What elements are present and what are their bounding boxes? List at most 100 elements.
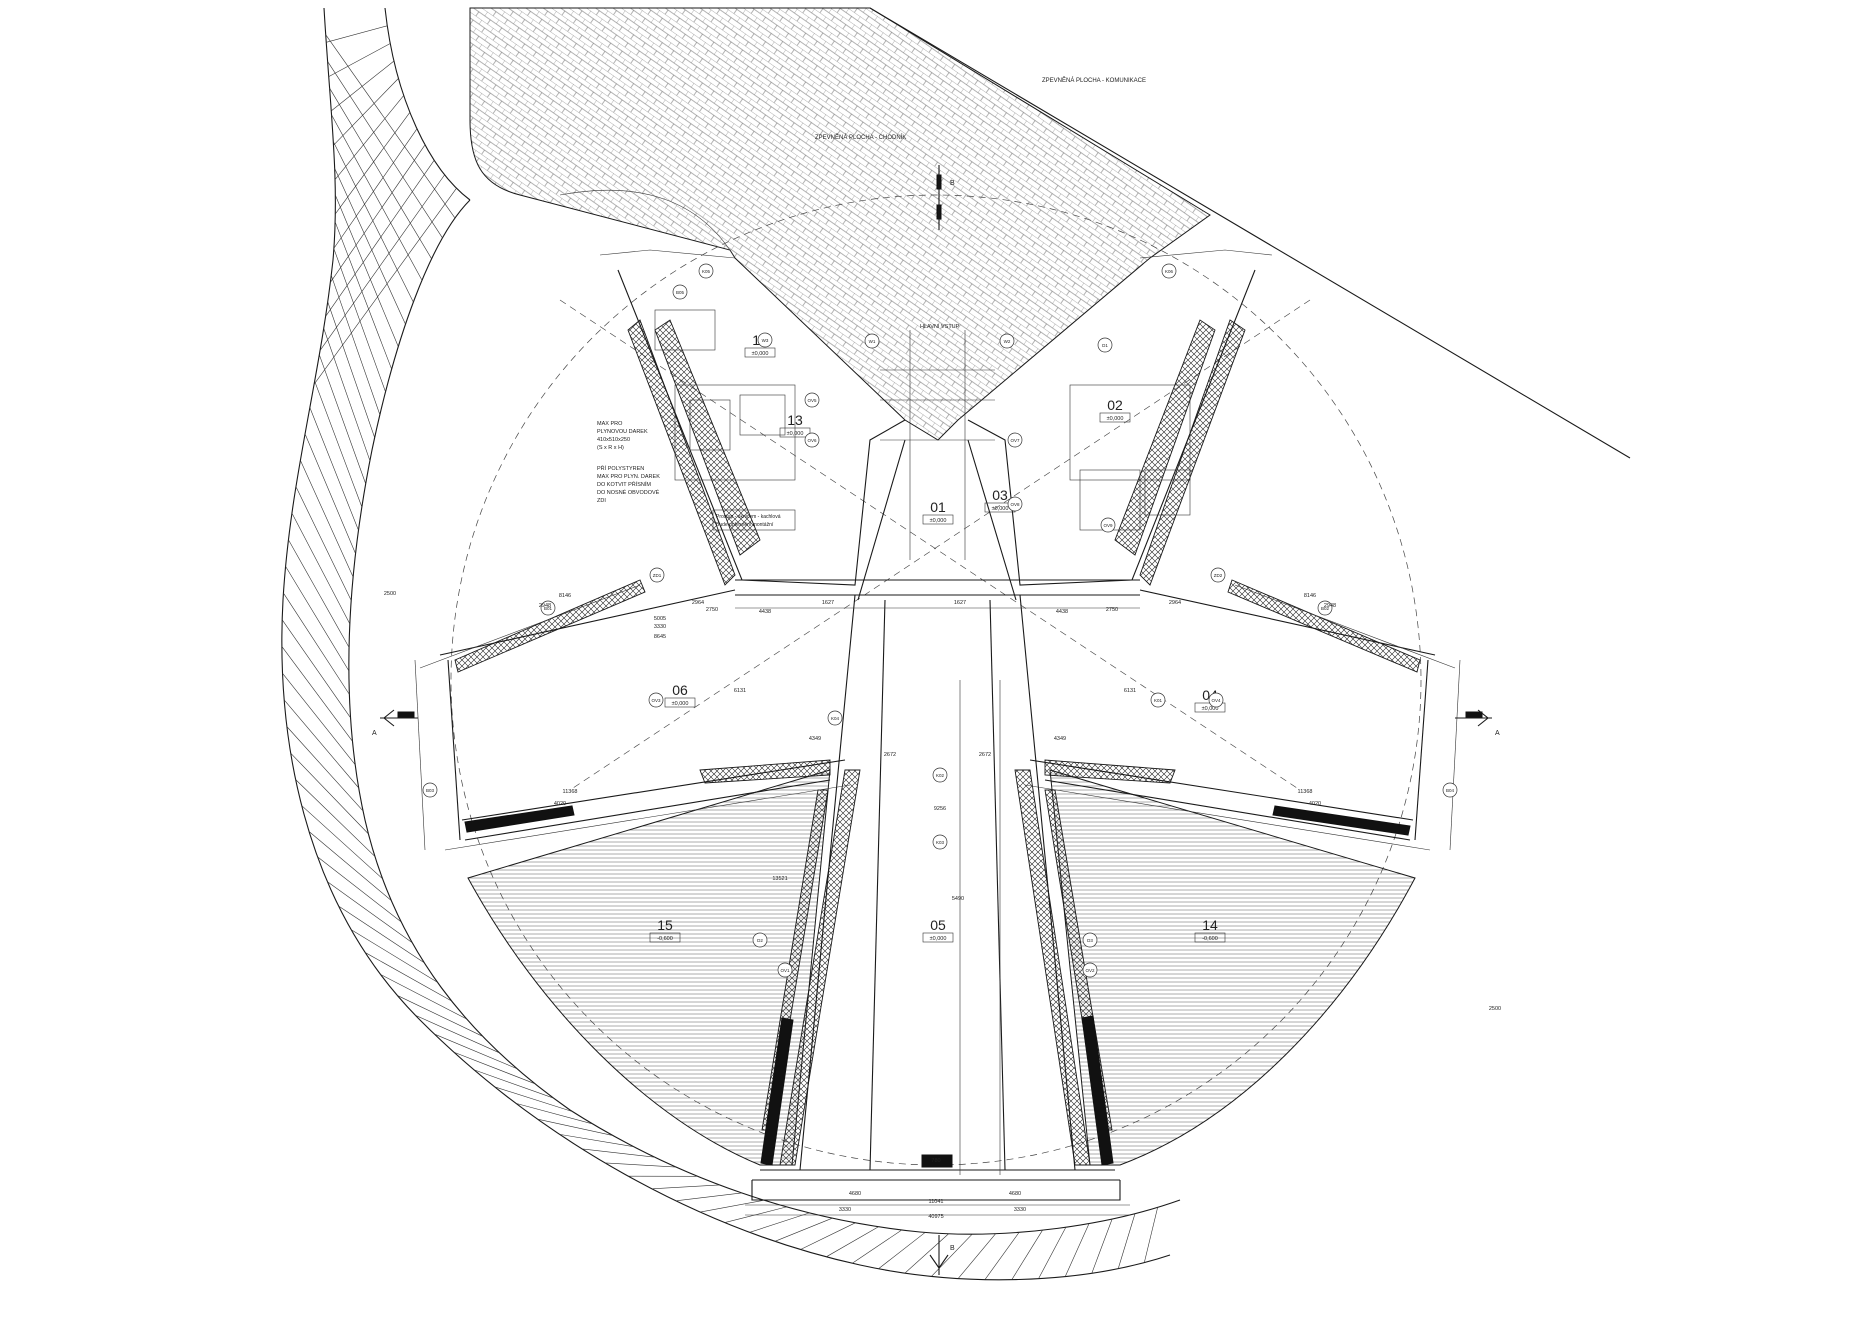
element-tag-label: ZD2 [1214,573,1223,578]
element-tag-label: K04 [831,716,840,721]
ramp-rib [474,1069,554,1099]
dimension-value: 2672 [884,752,896,758]
ramp-rib [1117,1213,1136,1269]
note-vent-1: MAX PRO [597,421,623,427]
dimension-value: 8146 [559,593,571,599]
dimension-value: 13521 [772,876,787,882]
ramp-rib [958,1233,996,1279]
ramp-rib [380,974,467,1020]
dimension-value: 4680 [849,1191,861,1197]
ramp-rib [327,301,375,438]
room-level: ±0,000 [1107,416,1124,422]
room-level: ±0,000 [992,506,1009,512]
ramp-rib [325,160,435,317]
element-tag [777,962,793,978]
dimension-value: 5490 [952,896,964,902]
section-label-b-top: B [950,180,955,187]
room-number: 05 [930,917,946,933]
element-tag [752,932,768,948]
ramp-rib [826,1226,879,1258]
room-level: ±0,000 [752,351,769,357]
ramp-rib [283,592,350,695]
dimension-value: 4349 [809,736,821,742]
ramp-rib [1064,1223,1090,1277]
ramp-rib [281,646,353,742]
ramp-rib [304,433,356,554]
room-level: ±0,000 [930,518,947,524]
element-tag-label: W3 [762,338,769,343]
dimension-value: 3330 [839,1207,851,1213]
room-level: -0,600 [1202,936,1218,942]
element-tag-label: W1 [869,339,876,344]
element-tag [757,332,773,348]
ramp-rib [329,88,432,259]
room-level: -0,600 [657,936,673,942]
paving-label-walkway: ZPEVNĚNÁ PLOCHA - CHODNÍK [815,133,906,141]
element-tag-label: OV8 [1010,502,1020,507]
ramp-rib [559,1134,634,1147]
element-tag-label: D1 [1102,343,1108,348]
ramp-rib [605,1162,677,1168]
ramp-rib [334,168,406,325]
room-level-box [664,697,696,708]
element-tag [1208,692,1224,708]
ramp-rib [284,699,359,789]
dimension-value: 4438 [1056,609,1068,615]
seating-areas [467,769,1416,1166]
ramp-rib [290,753,369,835]
element-tag-label: B02 [1321,606,1330,611]
ramp-rib [334,221,392,370]
room-number: 14 [1202,917,1218,933]
note-vent-4: (S x R x H) [597,445,624,451]
ramp-rib [326,25,388,43]
element-tag [804,432,820,448]
ramp-rib [335,112,411,215]
ramp-rib [319,174,445,351]
room-number: 03 [992,487,1008,503]
element-tag [1210,567,1226,583]
element-tag-label: W2 [1004,339,1011,344]
element-tag [999,333,1015,349]
note-poly-4: DO NOSNÉ OBVODOVÉ [597,489,660,496]
paved-plaza: ZPEVNĚNÁ PLOCHA - KOMUNIKACE ZPEVNĚNÁ PL… [469,7,1631,459]
room-number: 06 [672,682,688,698]
ramp-rib [333,248,386,392]
ramp-rib [365,952,452,1002]
element-tag [1442,782,1458,798]
element-tag [804,392,820,408]
note-vent-3: 410x510x250 [597,437,630,443]
element-tag [540,600,556,616]
ramp-rib [282,673,356,765]
element-tag-label: OV6 [807,438,817,443]
ramp-rib [700,1199,765,1213]
element-tag-label: OV1 [780,968,790,973]
solid-wall-segments [397,174,1483,1168]
ramp-rib [333,128,418,249]
element-tag [827,710,843,726]
room-level: ±0,000 [930,936,947,942]
element-tag [932,834,948,850]
ramp-rib [904,1233,949,1274]
ramp-rib [1144,1207,1158,1263]
ramp-rib [651,1184,720,1190]
note-poly-2: MAX PRO PLYN. DAREK [597,474,660,480]
outer-curved-ramp [281,7,1181,1281]
dimension-value: 4020 [1309,801,1321,807]
room-level-box [1194,932,1226,943]
ramp-rib [351,929,438,983]
dimension-value: 780 [931,1158,940,1164]
ramp-rib [286,726,364,812]
ramp-rib [334,95,404,180]
element-tag-label: OV5 [807,398,817,403]
room-number: 13 [787,412,803,428]
ramp-rib [515,1103,593,1125]
ramp-rib [288,539,350,648]
element-tag [1161,263,1177,279]
ramp-rib [1011,1230,1043,1280]
ramp-rib [878,1232,926,1269]
seating-left [467,769,831,1166]
element-tag-label: D2 [757,938,763,943]
room-level-box [649,932,681,943]
element-tag-label: B01 [544,606,553,611]
